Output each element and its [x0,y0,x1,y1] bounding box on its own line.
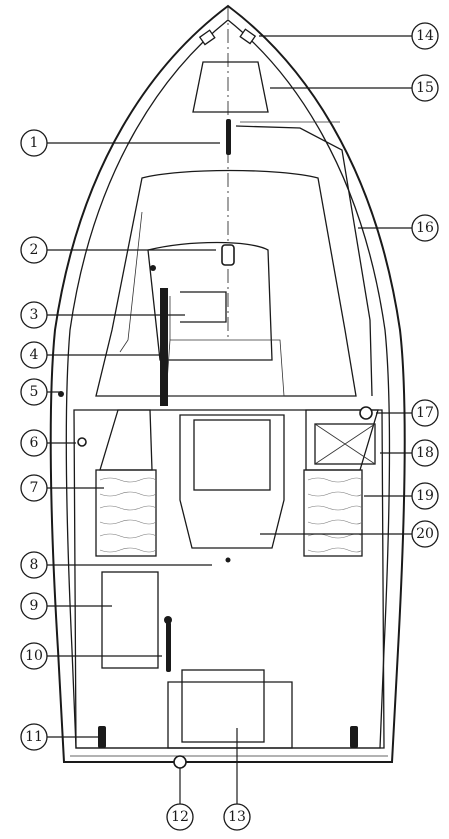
svg-text:17: 17 [416,405,434,421]
cabin-vent [180,291,227,323]
callout-13: 13 [223,803,251,831]
cabin-top [95,119,357,406]
cockpit-coaming [73,409,385,749]
callout-3: 3 [20,301,48,329]
engine-well [167,681,293,749]
svg-text:15: 15 [416,80,434,96]
svg-text:10: 10 [25,648,43,664]
engine-box [179,414,285,549]
console-left [99,409,153,471]
seat-left [95,469,157,557]
leader-lines [47,35,412,804]
callouts: 1 2 3 4 5 6 7 8 9 10 11 12 13 14 15 16 1… [20,22,439,831]
callout-14: 14 [411,22,439,50]
hull-outer [49,4,406,763]
cabin-roof [147,241,273,361]
seat-right [303,469,363,557]
svg-text:13: 13 [228,809,246,825]
callout-18: 18 [411,439,439,467]
callout-10: 10 [20,642,48,670]
seat-texture [99,477,363,553]
engine-hatch [193,419,271,491]
left-side-window [119,211,143,353]
antenna-bar [226,119,231,155]
svg-text:9: 9 [30,598,39,614]
callout-11: 11 [20,723,48,751]
callout-12: 12 [166,803,194,831]
bow-fittings [198,28,257,46]
callout-2: 2 [20,236,48,264]
callout-6: 6 [20,429,48,457]
callout-5: 5 [20,378,48,406]
svg-text:8: 8 [30,557,39,573]
bilge-pump-icon [225,557,231,563]
cockpit [58,391,385,769]
svg-text:5: 5 [30,384,39,400]
callout-15: 15 [411,74,439,102]
forward-hatch [192,61,269,113]
svg-text:3: 3 [30,307,39,323]
floor-panel [101,571,159,669]
bow-cleat-right-icon [239,28,257,45]
grab-rail-left [160,288,168,406]
callout-4: 4 [20,341,48,369]
svg-text:18: 18 [416,445,434,461]
svg-text:12: 12 [171,809,189,825]
callout-20: 20 [411,520,439,548]
callout-7: 7 [20,474,48,502]
windshield-frame [95,169,357,397]
fuel-cap-icon [359,406,373,420]
engine-well-hatch [181,669,265,743]
svg-text:7: 7 [30,480,39,496]
cabin-light [221,244,235,266]
callout-16: 16 [411,214,439,242]
svg-text:6: 6 [30,435,39,451]
navigation-light-icon [150,265,156,271]
callout-17: 17 [411,399,439,427]
fairlead-icon [77,437,87,447]
drain-plug-icon [173,755,187,769]
svg-text:19: 19 [416,488,434,504]
svg-text:4: 4 [30,347,39,363]
svg-text:2: 2 [30,242,39,258]
cabin-inner [165,339,285,397]
callout-1: 1 [20,129,48,157]
callout-9: 9 [20,592,48,620]
svg-text:14: 14 [416,28,434,44]
callout-8: 8 [20,551,48,579]
throttle-lever [166,622,171,672]
svg-text:11: 11 [25,729,43,745]
callout-19: 19 [411,482,439,510]
stern-cleat-right-icon [350,726,358,748]
stern-cleat-left-icon [98,726,106,748]
bow-cleat-left-icon [198,29,216,46]
stowage-box [314,423,376,465]
svg-text:20: 20 [416,526,434,542]
foredeck-rail [235,125,373,397]
svg-text:1: 1 [30,135,39,151]
svg-text:16: 16 [416,220,434,236]
